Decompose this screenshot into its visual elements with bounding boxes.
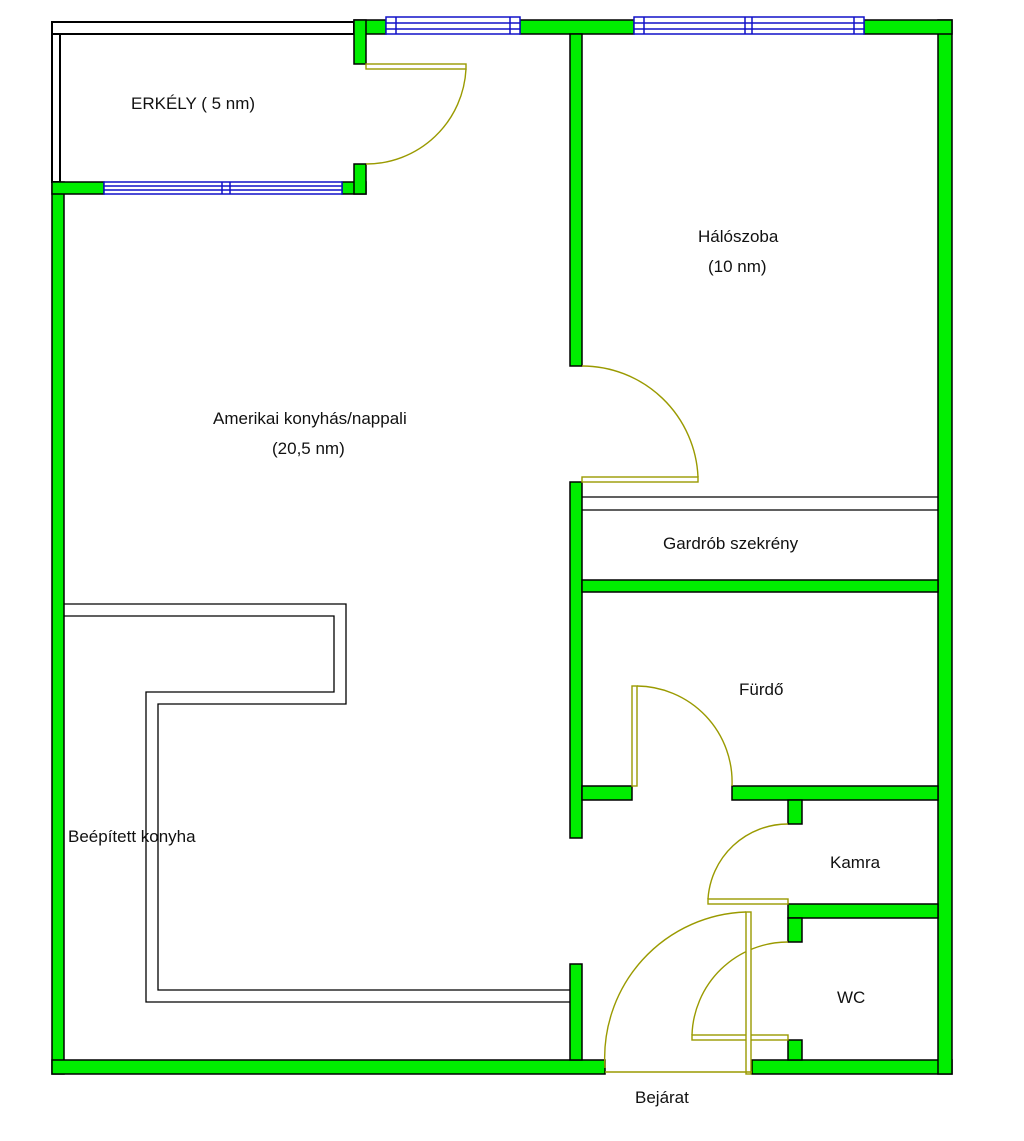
- room-label-wardrobe: Gardrób szekrény: [663, 534, 799, 553]
- room-label-balcony: ERKÉLY ( 5 nm): [131, 94, 256, 113]
- wall-outer-left: [51, 181, 65, 1075]
- wall-bath-bottom-left: [581, 785, 633, 801]
- room-label-entrance: Bejárat: [635, 1088, 689, 1107]
- wardrobe-shelf: [582, 496, 938, 511]
- wall-top-2: [519, 19, 635, 35]
- wall-inner-vertical-2: [569, 481, 583, 839]
- wall-wardrobe-bottom: [581, 579, 939, 593]
- window-top-2: [633, 16, 865, 35]
- walls: [51, 19, 953, 1075]
- kitchen-counter: [64, 603, 570, 1003]
- door-bathroom: [631, 685, 733, 787]
- balcony-outline: [51, 21, 61, 183]
- room-area-bedroom: (10 nm): [708, 257, 767, 276]
- wall-wc-left-top: [787, 917, 803, 943]
- room-label-toilet: WC: [837, 988, 866, 1007]
- wall-outer-bottom-right: [751, 1059, 953, 1075]
- door-wc: [691, 941, 789, 1041]
- room-label-kitchen: Beépített konyha: [68, 827, 196, 846]
- room-label-pantry: Kamra: [830, 853, 881, 872]
- wall-outer-bottom-left: [51, 1059, 606, 1075]
- room-label-living: Amerikai konyhás/nappali: [213, 409, 407, 428]
- door-bedroom: [581, 365, 699, 483]
- wall-bath-bottom-right: [731, 785, 939, 801]
- wall-pantry-left: [787, 799, 803, 825]
- room-area-living: (20,5 nm): [272, 439, 345, 458]
- wall-outer-right: [937, 19, 953, 1075]
- wall-balcony-jamb-bottom: [353, 163, 367, 195]
- door-balcony: [365, 63, 467, 165]
- wall-pantry-wc-divider: [787, 903, 939, 919]
- wall-balcony-bottom-left: [51, 181, 105, 195]
- door-entrance: [603, 911, 752, 1075]
- wall-top-3: [863, 19, 953, 35]
- wall-wc-left-bottom: [787, 1039, 803, 1061]
- balcony-outline-top: [51, 21, 355, 35]
- wall-inner-vertical-1: [569, 33, 583, 367]
- window-balcony: [103, 181, 343, 195]
- windows: [103, 16, 865, 195]
- doors: [365, 63, 789, 1075]
- wall-balcony-jamb-top: [353, 19, 367, 65]
- window-top-1: [385, 16, 521, 35]
- wall-inner-vertical-3: [569, 963, 583, 1061]
- room-label-bedroom: Hálószoba: [698, 227, 779, 246]
- room-label-bathroom: Fürdő: [739, 680, 784, 699]
- door-pantry: [707, 823, 789, 905]
